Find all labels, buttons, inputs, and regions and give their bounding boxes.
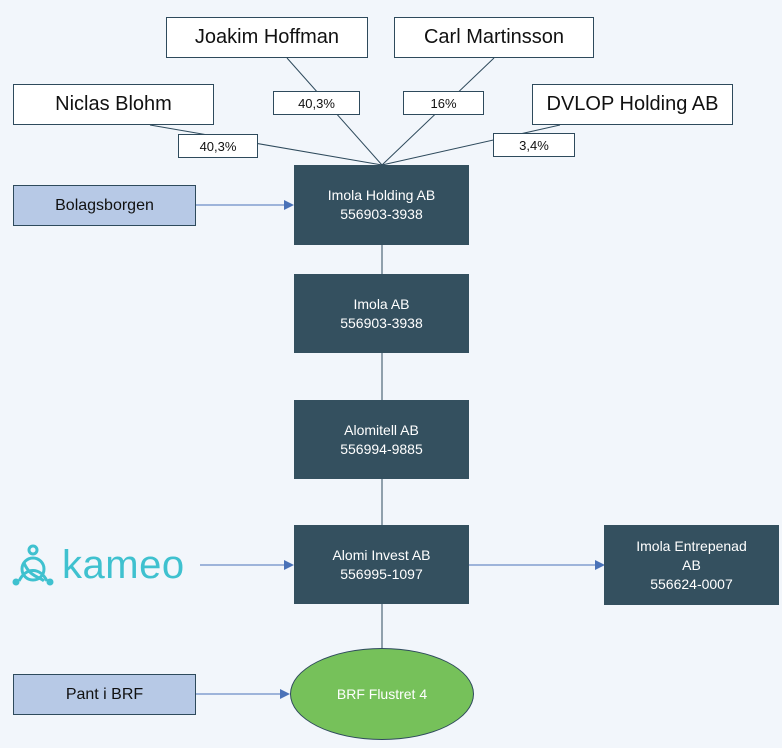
- company-alomitell-org: 556994-9885: [340, 440, 423, 457]
- company-imola-entrepenad-name1: Imola Entrepenad: [636, 537, 747, 554]
- owner-niclas-label: Niclas Blohm: [55, 93, 172, 115]
- brf-label: BRF Flustret 4: [336, 686, 428, 702]
- kameo-logo-text: kameo: [62, 542, 185, 587]
- side-bolagsborgen: Bolagsborgen: [13, 185, 196, 226]
- stake-dvlop-label: 3,4%: [519, 137, 549, 153]
- stake-joakim: 40,3%: [273, 91, 360, 115]
- side-bolagsborgen-label: Bolagsborgen: [55, 196, 154, 214]
- company-imola-entrepenad-name2: AB: [682, 556, 701, 573]
- kameo-logo-icon: [12, 544, 54, 586]
- owner-carl-martinsson: Carl Martinsson: [394, 17, 594, 58]
- kameo-logo: kameo: [10, 543, 185, 587]
- side-pant-label: Pant i BRF: [65, 685, 144, 703]
- company-imola-ab: Imola AB 556903-3938: [294, 274, 469, 353]
- stake-joakim-label: 40,3%: [298, 95, 335, 111]
- stake-niclas-label: 40,3%: [199, 138, 237, 154]
- owner-dvlop-label: DVLOP Holding AB: [546, 93, 719, 115]
- owner-dvlop-holding: DVLOP Holding AB: [532, 84, 733, 125]
- company-imola-entrepenad: Imola Entrepenad AB 556624-0007: [604, 525, 779, 605]
- stake-carl-label: 16%: [430, 95, 457, 111]
- company-imola-holding-name: Imola Holding AB: [327, 187, 436, 203]
- company-alomi-invest-name: Alomi Invest AB: [332, 546, 431, 563]
- company-alomi-invest: Alomi Invest AB 556995-1097: [294, 525, 469, 604]
- company-imola-holding-org: 556903-3938: [340, 206, 423, 222]
- owner-carl-label: Carl Martinsson: [423, 26, 565, 48]
- company-alomi-invest-org: 556995-1097: [340, 565, 423, 582]
- owner-line-dvlop: [381, 124, 561, 166]
- company-alomitell-name: Alomitell AB: [344, 421, 419, 438]
- company-imola-ab-org: 556903-3938: [340, 314, 423, 331]
- company-imola-ab-name: Imola AB: [353, 295, 410, 312]
- stake-niclas: 40,3%: [178, 134, 258, 158]
- owner-line-niclas: [149, 124, 383, 166]
- owner-joakim-label: Joakim Hoffman: [194, 26, 340, 48]
- stake-carl: 16%: [403, 91, 484, 115]
- company-alomitell: Alomitell AB 556994-9885: [294, 400, 469, 479]
- owner-niclas-blohm: Niclas Blohm: [13, 84, 214, 125]
- side-pant-i-brf: Pant i BRF: [13, 674, 196, 715]
- brf-flustret-4: BRF Flustret 4: [290, 648, 474, 740]
- owner-joakim-hoffman: Joakim Hoffman: [166, 17, 368, 58]
- company-imola-entrepenad-org: 556624-0007: [650, 575, 733, 592]
- company-imola-holding: Imola Holding AB 556903-3938: [294, 165, 469, 245]
- stake-dvlop: 3,4%: [493, 133, 575, 157]
